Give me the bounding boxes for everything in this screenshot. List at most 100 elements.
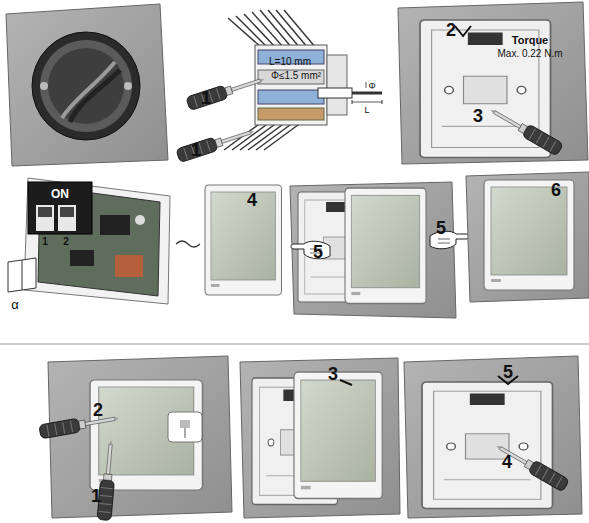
pcb-panel-part bbox=[28, 182, 92, 234]
screwdriver bbox=[176, 125, 256, 163]
unscrew-panel-part bbox=[404, 356, 582, 518]
wiring-panel-part bbox=[327, 55, 347, 115]
callout-number: 1 bbox=[91, 487, 101, 505]
front-unit-panel-part bbox=[176, 241, 200, 247]
hand bbox=[291, 241, 330, 259]
back-plate bbox=[422, 382, 553, 509]
callout-number: 2 bbox=[446, 21, 456, 39]
clip-on-panel-part bbox=[290, 182, 456, 318]
thermostat bbox=[205, 185, 282, 295]
wiring-panel-part-part bbox=[268, 10, 300, 48]
wire-strip-detail-part bbox=[352, 92, 382, 95]
pcb-panel-part bbox=[8, 258, 36, 292]
hand bbox=[430, 231, 469, 249]
torque-label: Torque bbox=[512, 35, 548, 46]
torque-label: Max. 0.22 N.m bbox=[497, 49, 562, 59]
dimension-label: L=10 mm bbox=[269, 57, 311, 67]
wiring-panel-part-part bbox=[284, 10, 316, 48]
wiring-panel-part-part bbox=[236, 16, 268, 48]
release-panel-part bbox=[180, 420, 190, 428]
wire-strip-detail-part bbox=[318, 88, 352, 98]
removal-panel-part bbox=[240, 358, 400, 518]
front-unit-panel bbox=[176, 185, 282, 295]
back-plate-panel-part bbox=[455, 26, 471, 36]
pcb-panel-part bbox=[38, 207, 52, 217]
wiring-panel-part bbox=[255, 45, 327, 125]
thermostat bbox=[294, 372, 382, 499]
release-panel-part bbox=[168, 412, 202, 442]
callout-number: 6 bbox=[551, 181, 561, 199]
screwdriver bbox=[97, 440, 118, 521]
callout-number: 3 bbox=[473, 107, 483, 125]
release-panel bbox=[39, 356, 232, 521]
pcb-panel-part bbox=[135, 215, 145, 225]
callout-number: 5 bbox=[313, 243, 323, 261]
release-panel-part bbox=[48, 356, 232, 518]
wiring-panel-part-part bbox=[260, 10, 292, 48]
wall-box-panel-part bbox=[32, 32, 140, 140]
dimension-label: Φ≤1.5 mm² bbox=[271, 71, 321, 81]
pcb-panel-part bbox=[60, 207, 74, 217]
switch-label: ON bbox=[51, 188, 69, 200]
separator-line bbox=[0, 344, 589, 345]
thermostat bbox=[484, 180, 574, 290]
wiring-panel-part-part bbox=[256, 122, 294, 150]
callout-number: 1 bbox=[191, 141, 201, 159]
installed-panel bbox=[466, 172, 589, 302]
callout-number: 5 bbox=[503, 363, 513, 381]
screwdriver bbox=[39, 411, 120, 439]
screwdriver bbox=[186, 73, 266, 111]
callout-number: 4 bbox=[247, 191, 257, 209]
wiring-panel-part bbox=[258, 108, 324, 120]
wall-box-panel-part bbox=[62, 62, 115, 118]
pcb-panel-part bbox=[115, 255, 143, 277]
switch-number: 1 bbox=[42, 237, 48, 247]
back-plate-panel bbox=[398, 2, 588, 164]
dimension-label: Φ bbox=[368, 82, 375, 91]
wire-strip-detail-part bbox=[352, 102, 382, 103]
wiring-panel-part-part bbox=[276, 10, 308, 48]
screwdriver bbox=[493, 440, 569, 492]
pcb-panel-part bbox=[58, 205, 76, 231]
wiring-panel-part-part bbox=[244, 14, 276, 48]
wall-box-panel-part bbox=[40, 40, 132, 132]
callout-number: 2 bbox=[93, 401, 103, 419]
release-panel-part bbox=[185, 428, 186, 438]
pcb-panel-part bbox=[36, 205, 54, 231]
thermostat bbox=[345, 188, 426, 304]
wall-box-panel-part bbox=[40, 82, 48, 90]
wiring-panel-part bbox=[258, 90, 324, 104]
screwdriver bbox=[487, 104, 563, 156]
removal-panel bbox=[240, 358, 400, 518]
switch-number: 2 bbox=[63, 237, 69, 247]
callout-number: 5 bbox=[436, 219, 446, 237]
wall-box-panel-part bbox=[6, 4, 168, 166]
pcb-panel-part bbox=[24, 178, 170, 304]
callout-number: 4 bbox=[502, 453, 512, 471]
wire-strip-detail-part bbox=[366, 82, 367, 88]
wiring-panel-part-part bbox=[252, 12, 284, 48]
wall-box-panel-part bbox=[124, 82, 132, 90]
pcb-panel-part bbox=[22, 260, 23, 290]
wall-box-panel-part bbox=[48, 48, 124, 124]
pcb-panel-part bbox=[100, 215, 130, 235]
installed-panel-part bbox=[466, 172, 589, 302]
dimension-label: L bbox=[364, 106, 369, 115]
removal-panel-part bbox=[340, 380, 352, 385]
wiring-panel-part bbox=[258, 70, 324, 84]
wiring-panel-part-part bbox=[248, 122, 286, 150]
wall-box-panel-part bbox=[70, 70, 120, 122]
wiring-panel-part-part bbox=[264, 122, 302, 150]
wire-strip-detail bbox=[318, 82, 382, 104]
callout-number: 1 bbox=[201, 89, 211, 107]
manual-symbol: α bbox=[11, 298, 19, 311]
callout-number: 3 bbox=[328, 365, 338, 383]
unscrew-panel bbox=[404, 356, 582, 518]
back-plate-panel-part bbox=[398, 2, 588, 164]
wiring-panel bbox=[176, 10, 382, 163]
pcb-panel bbox=[8, 178, 170, 304]
wiring-panel-part-part bbox=[228, 18, 262, 48]
clip-on-panel bbox=[290, 182, 469, 318]
